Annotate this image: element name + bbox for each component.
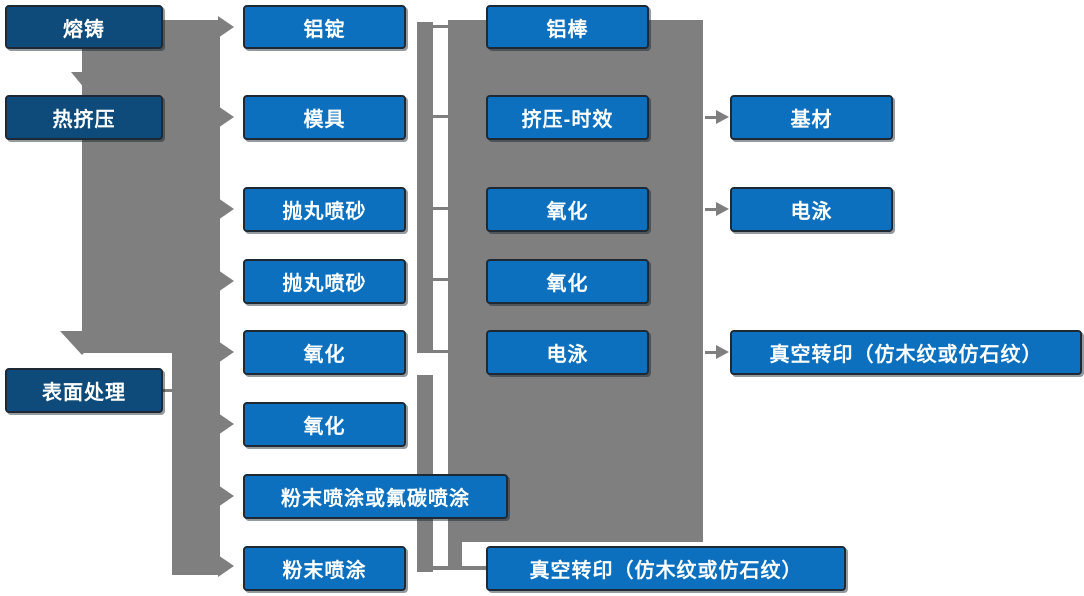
node-oxidation-1: 氧化 <box>243 330 406 375</box>
node-oxidation-3: 氧化 <box>486 187 649 232</box>
arrow-stem-to-base-material <box>705 116 718 119</box>
connector-band-left-upper <box>82 20 220 353</box>
arrowhead-to-mold-icon <box>218 106 234 128</box>
arrowhead-to-oxidation-2-icon <box>218 413 234 435</box>
node-vacuum-transfer-print-bottom: 真空转印（仿木纹或仿石纹） <box>486 546 846 591</box>
node-melting-casting: 熔铸 <box>5 5 163 49</box>
node-mold: 模具 <box>243 95 406 140</box>
connector-line-surface-treatment <box>162 389 174 392</box>
arrowhead-to-powder-coating-icon <box>218 555 234 577</box>
arrowhead-to-vacuum-transfer-right-icon <box>716 345 729 359</box>
connector-line-row2 <box>433 115 449 118</box>
node-powder-or-fluorocarbon-coating: 粉末喷涂或氟碳喷涂 <box>243 474 508 519</box>
arrow-stem-to-electrophoresis-2 <box>705 208 718 211</box>
node-aluminum-ingot: 铝锭 <box>243 5 406 49</box>
node-oxidation-2: 氧化 <box>243 402 406 447</box>
arrowhead-to-powder-or-fluorocarbon-icon <box>218 485 234 507</box>
node-aluminum-rod: 铝棒 <box>486 5 649 49</box>
arrowhead-to-electrophoresis-2-icon <box>716 202 729 216</box>
arrow-stem-to-vacuum-transfer-right <box>705 351 718 354</box>
node-vacuum-transfer-print-right: 真空转印（仿木纹或仿石纹） <box>730 330 1082 375</box>
connector-band-left-lower <box>172 353 220 575</box>
node-extrusion-aging: 挤压-时效 <box>486 95 649 140</box>
connector-line-row3 <box>433 207 449 210</box>
connector-line-row4 <box>433 278 449 281</box>
node-powder-coating: 粉末喷涂 <box>243 546 406 591</box>
node-oxidation-4: 氧化 <box>486 259 649 304</box>
arrow-down-to-surface-treatment-icon <box>60 331 104 355</box>
arrowhead-to-shot-blasting-2-icon <box>218 270 234 292</box>
node-hot-extrusion: 热挤压 <box>5 95 163 140</box>
arrowhead-to-base-material-icon <box>716 110 729 124</box>
arrowhead-to-oxidation-1-icon <box>218 341 234 363</box>
arrowhead-to-aluminum-ingot-icon <box>218 16 234 38</box>
arrowhead-to-shot-blasting-1-icon <box>218 198 234 220</box>
node-shot-blasting-2: 抛丸喷砂 <box>243 259 406 304</box>
node-shot-blasting-1: 抛丸喷砂 <box>243 187 406 232</box>
arrow-down-to-hot-extrusion-icon <box>71 72 99 89</box>
connector-strip-middle-upper <box>417 22 433 353</box>
node-surface-treatment: 表面处理 <box>5 368 163 413</box>
node-electrophoresis-1: 电泳 <box>486 330 649 375</box>
connector-strip-middle-lower <box>417 375 433 572</box>
connector-line-row5 <box>433 350 449 353</box>
node-electrophoresis-2: 电泳 <box>730 187 893 232</box>
connector-rect-col3-tail <box>448 542 462 570</box>
node-base-material: 基材 <box>730 95 893 140</box>
connector-line-row1 <box>433 25 449 28</box>
